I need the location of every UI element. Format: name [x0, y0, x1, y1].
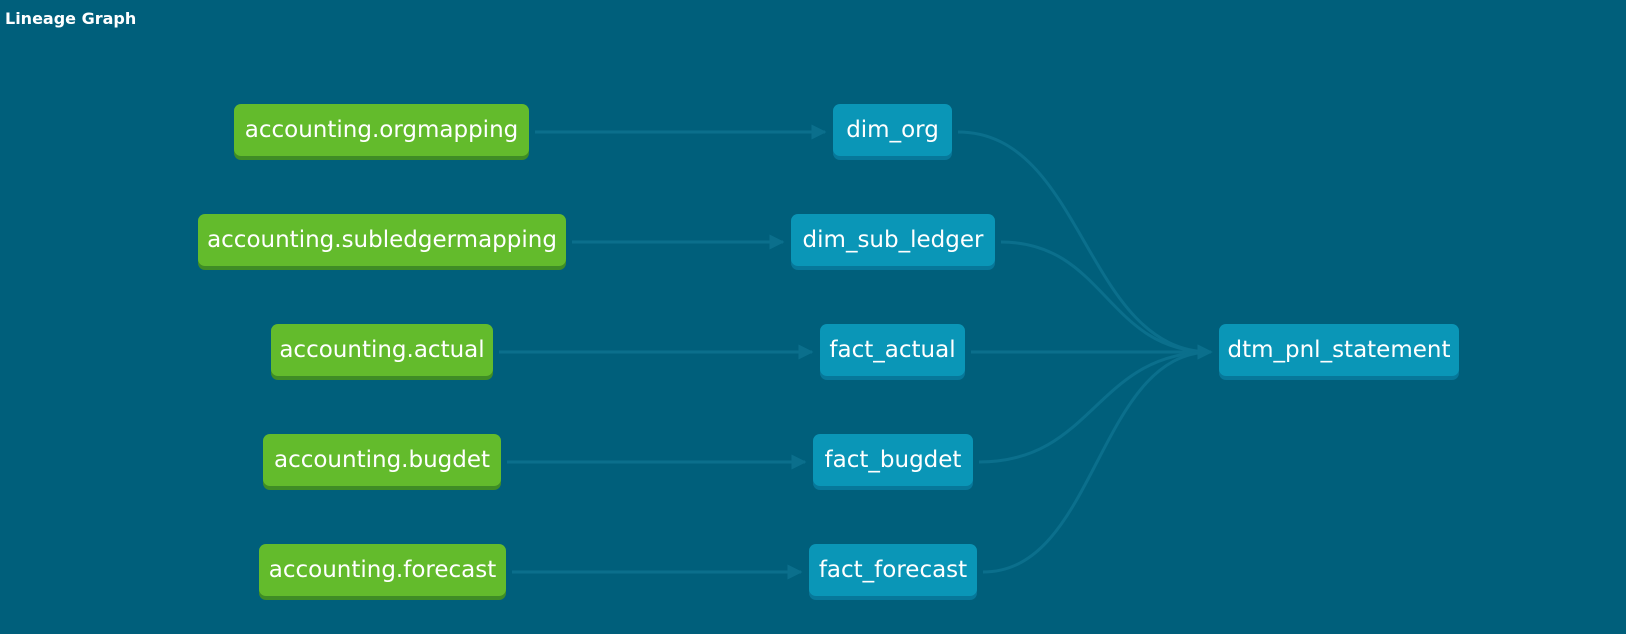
node-fact-forecast[interactable]: fact_forecast [809, 544, 977, 596]
node-accounting-forecast[interactable]: accounting.forecast [259, 544, 506, 596]
node-accounting-actual[interactable]: accounting.actual [271, 324, 493, 376]
node-dim-sub-ledger[interactable]: dim_sub_ledger [791, 214, 995, 266]
page-title: Lineage Graph [5, 9, 137, 28]
node-accounting-orgmapping[interactable]: accounting.orgmapping [234, 104, 529, 156]
edge-fact_forecast-to-dtm_pnl_statement [982, 344, 1213, 574]
edge-dim_org-to-dtm_pnl_statement [957, 130, 1213, 360]
edge-fact_bugdet-to-dtm_pnl_statement [978, 344, 1213, 464]
node-dim-org[interactable]: dim_org [833, 104, 952, 156]
edge-dim_sub_ledger-to-dtm_pnl_statement [1000, 240, 1213, 360]
node-dtm-pnl-statement[interactable]: dtm_pnl_statement [1219, 324, 1459, 376]
node-accounting-bugdet[interactable]: accounting.bugdet [263, 434, 501, 486]
node-fact-actual[interactable]: fact_actual [820, 324, 965, 376]
node-fact-bugdet[interactable]: fact_bugdet [813, 434, 973, 486]
node-accounting-subledgermapping[interactable]: accounting.subledgermapping [198, 214, 566, 266]
